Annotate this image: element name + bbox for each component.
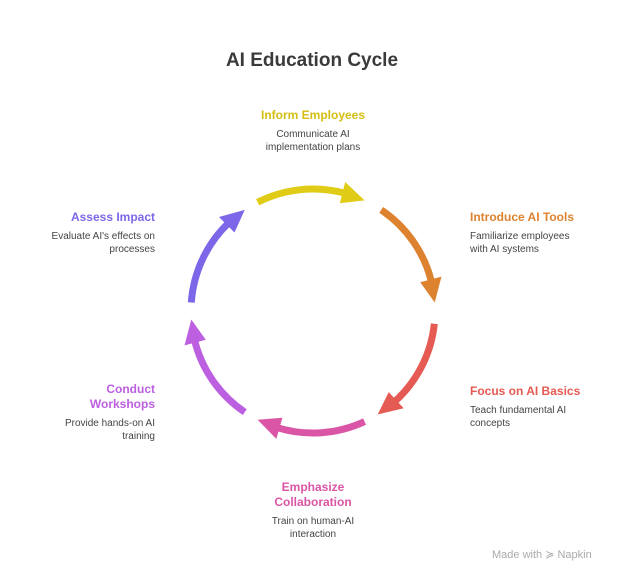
step-title: Assess Impact	[70, 210, 155, 224]
brand-name: Napkin	[557, 549, 592, 561]
cycle-arc	[187, 220, 231, 303]
step-title: Focus on AI Basics	[470, 384, 581, 398]
diagram-title: AI Education Cycle	[225, 50, 399, 71]
cycle-arc	[379, 206, 435, 283]
cycle-arc	[256, 185, 346, 206]
step-title: Conduct Workshops	[89, 382, 155, 411]
arrowhead-icon	[184, 319, 206, 346]
arrowhead-icon	[339, 181, 365, 204]
step-focus-on-ai-basics: Focus on AI Basics Teach fundamental AI …	[470, 384, 624, 430]
step-title: Introduce AI Tools	[470, 210, 574, 224]
step-emphasize-collaboration: Emphasize Collaboration Train on human-A…	[228, 480, 398, 541]
napkin-logo-icon: ≽	[545, 549, 555, 561]
step-conduct-workshops: Conduct Workshops Provide hands-on AI tr…	[0, 382, 155, 443]
step-desc: Teach fundamental AI concepts	[470, 405, 567, 429]
step-inform-employees: Inform Employees Communicate AI implemen…	[228, 108, 398, 154]
step-desc: Provide hands-on AI training	[64, 418, 155, 442]
step-title: Inform Employees	[260, 108, 366, 122]
step-desc: Familiarize employees with AI systems	[470, 231, 570, 255]
arrowhead-icon	[420, 276, 442, 303]
arrowhead-icon	[257, 417, 283, 439]
arrowhead-icon	[218, 209, 245, 233]
cycle-arc	[276, 418, 367, 437]
cycle-arc	[191, 339, 247, 416]
step-desc: Train on human-AI interaction	[271, 516, 355, 540]
arrowhead-icon	[377, 392, 404, 415]
step-desc: Communicate AI implementation plans	[265, 129, 361, 153]
made-with-label: Made with	[492, 549, 543, 561]
napkin-branding: Made with ≽ Napkin	[492, 548, 592, 561]
step-introduce-ai-tools: Introduce AI Tools Familiarize employees…	[470, 210, 624, 256]
cycle-arc	[392, 323, 438, 405]
step-assess-impact: Assess Impact Evaluate AI's effects on p…	[0, 210, 155, 256]
step-desc: Evaluate AI's effects on processes	[51, 231, 155, 255]
step-title: Emphasize Collaboration	[274, 480, 352, 509]
